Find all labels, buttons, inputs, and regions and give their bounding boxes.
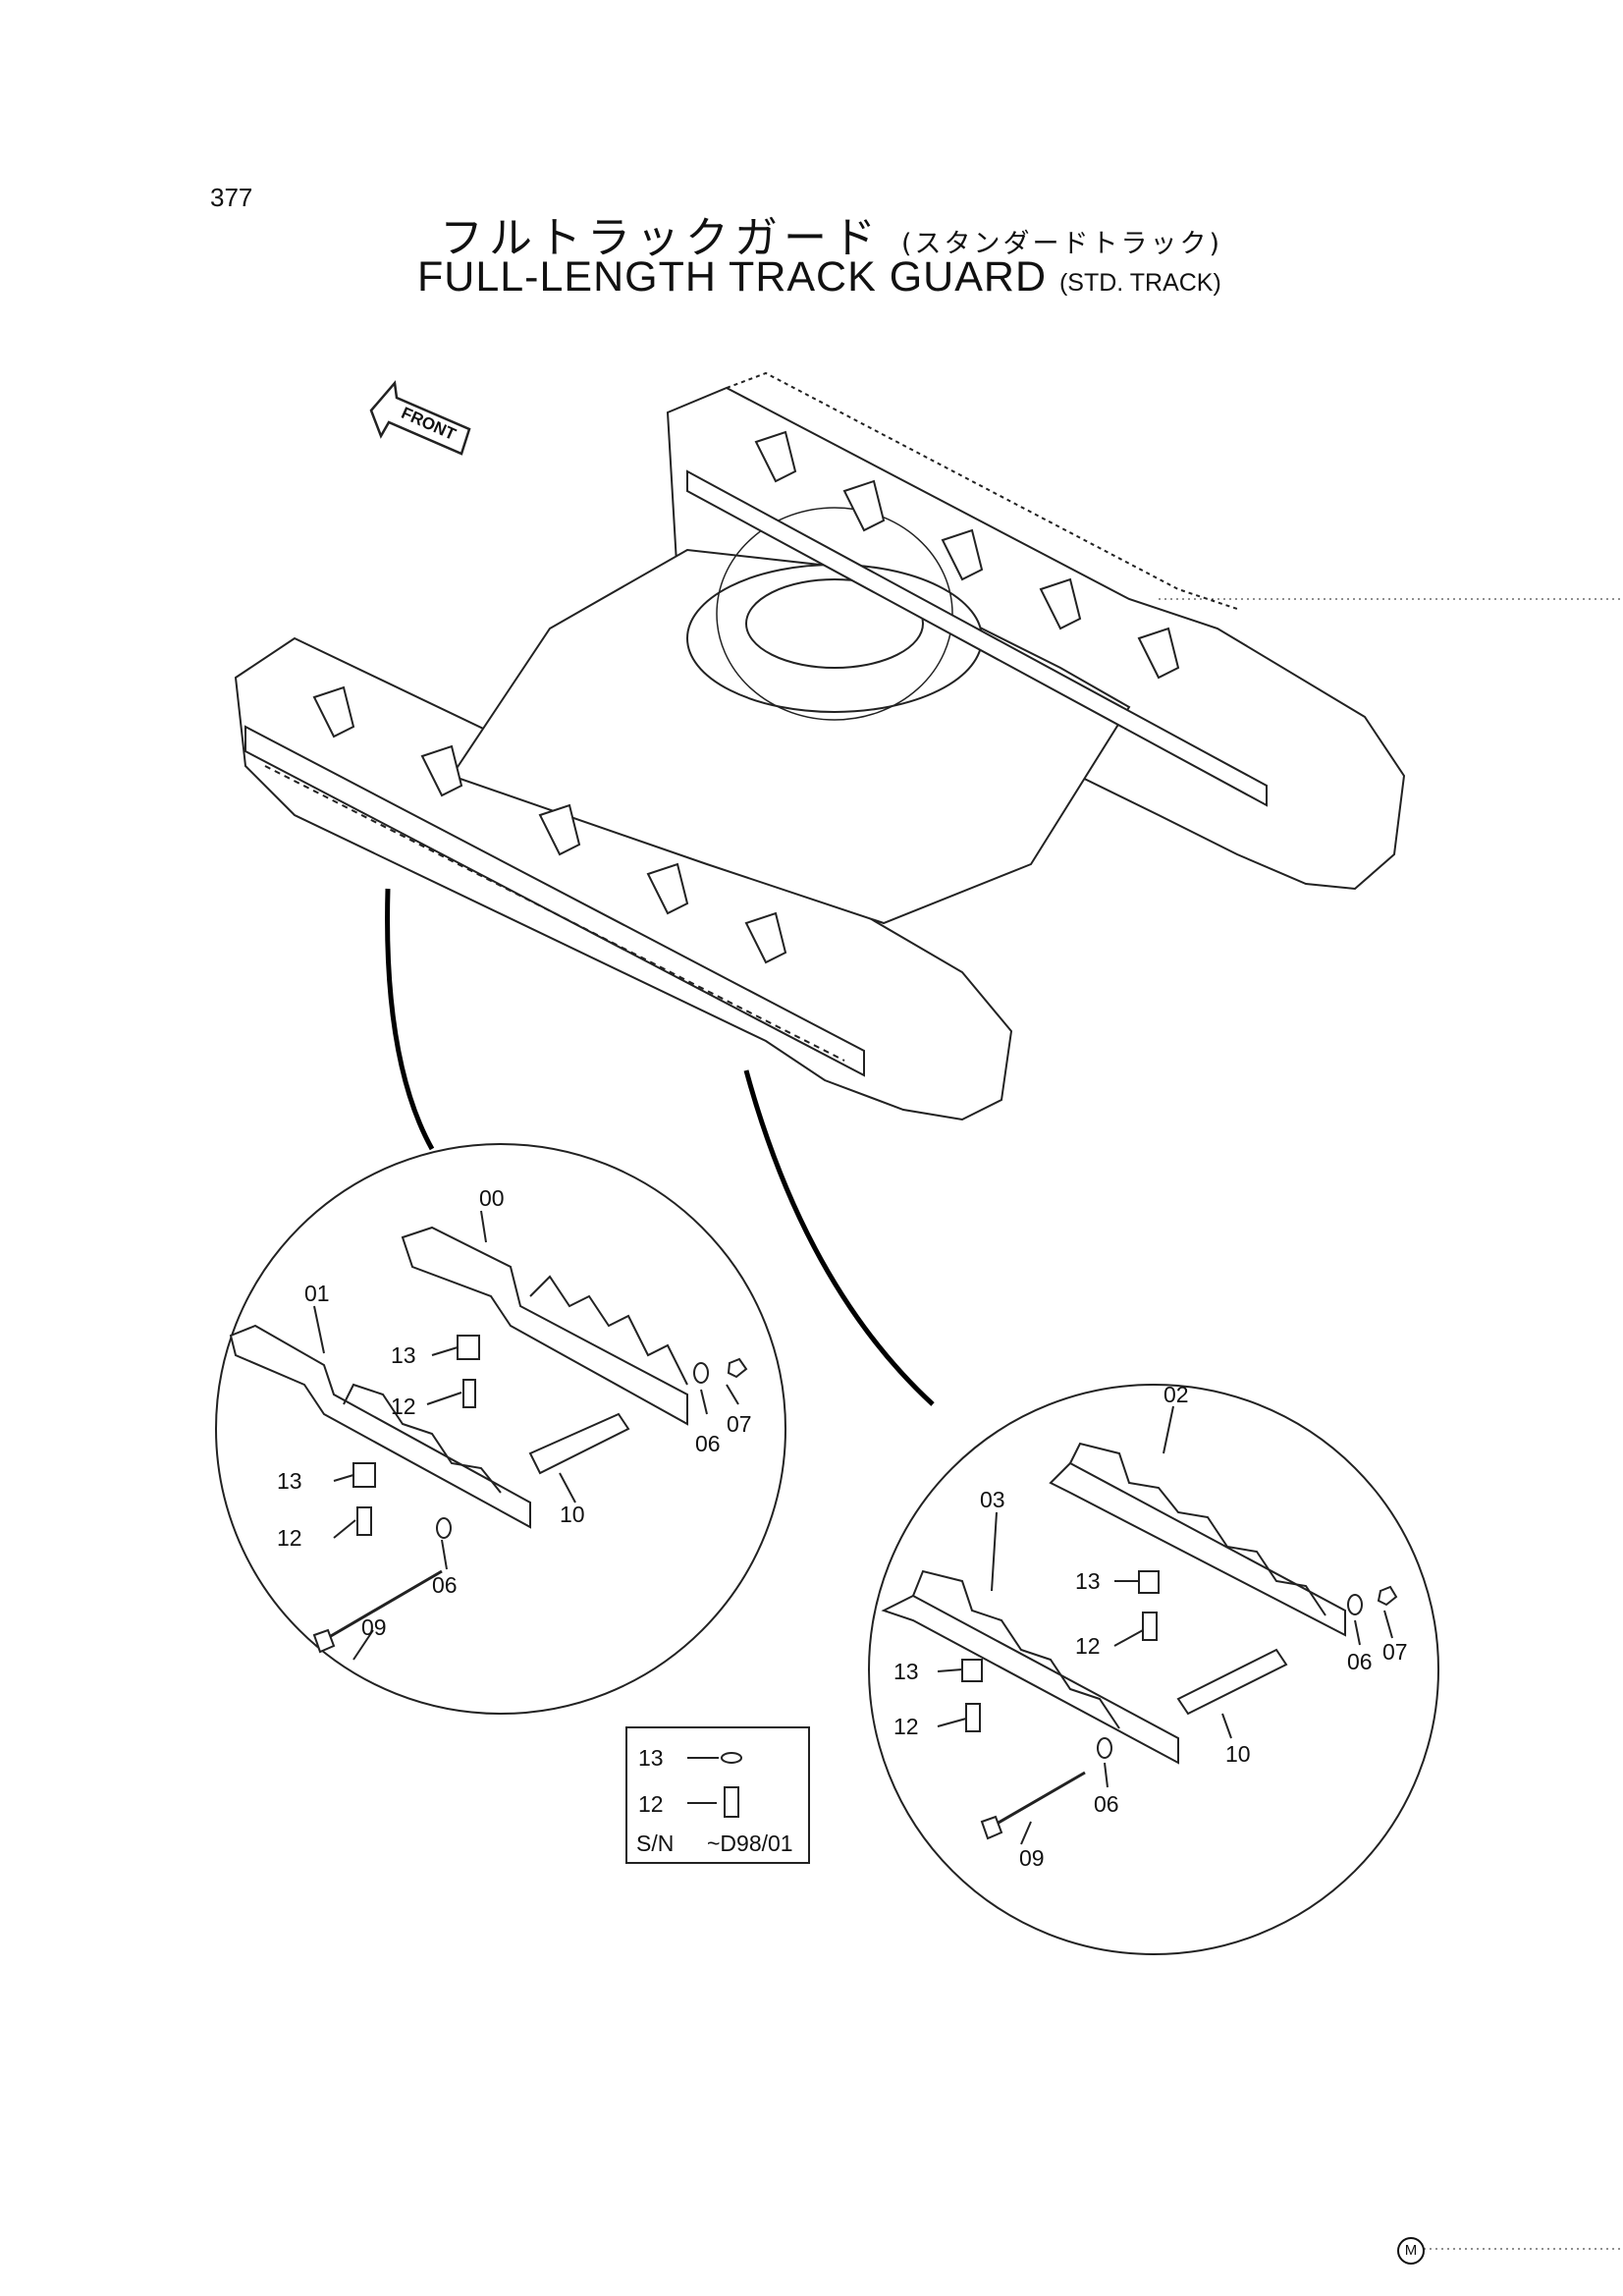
undercarriage-overview bbox=[234, 371, 1406, 1121]
footer-m-mark: M bbox=[1397, 2237, 1425, 2265]
serial-box-labels: 13 12 S/N ~D98/01 bbox=[636, 1745, 793, 1856]
detail-left bbox=[215, 1143, 786, 1715]
callout-06: 06 bbox=[432, 1572, 458, 1598]
title-english-main: FULL-LENGTH TRACK GUARD bbox=[417, 253, 1048, 301]
title-japanese-sub: (スタンダードトラック) bbox=[901, 229, 1223, 259]
callout-13: 13 bbox=[391, 1342, 416, 1368]
callout-01: 01 bbox=[304, 1281, 330, 1306]
serial-value: ~D98/01 bbox=[707, 1831, 793, 1856]
detail-right-callouts: 02 03 13 12 13 12 06 07 10 06 09 bbox=[893, 1382, 1408, 1871]
callout-07: 07 bbox=[727, 1411, 752, 1437]
callout-09: 09 bbox=[1019, 1845, 1045, 1871]
callout-00: 00 bbox=[479, 1185, 505, 1211]
callout-12: 12 bbox=[277, 1525, 302, 1551]
callout-13: 13 bbox=[1075, 1568, 1101, 1594]
callout-06: 06 bbox=[1094, 1791, 1119, 1817]
serial-item-12: 12 bbox=[638, 1791, 664, 1817]
title-japanese-main: フルトラックガード bbox=[440, 213, 882, 263]
callout-06: 06 bbox=[1347, 1649, 1373, 1674]
callout-03: 03 bbox=[980, 1487, 1005, 1512]
serial-label: S/N bbox=[636, 1831, 674, 1856]
detail-left-callouts: 00 01 13 12 13 12 06 07 10 06 09 bbox=[277, 1185, 752, 1640]
front-arrow-icon: FRONT bbox=[369, 380, 471, 456]
callout-12: 12 bbox=[391, 1394, 416, 1419]
title-english: FULL-LENGTH TRACK GUARD (STD. TRACK) bbox=[417, 253, 1221, 301]
callout-10: 10 bbox=[1225, 1741, 1251, 1767]
callout-06: 06 bbox=[695, 1431, 721, 1456]
serial-box bbox=[625, 1726, 810, 1864]
detail-right bbox=[868, 1384, 1439, 1955]
callout-10: 10 bbox=[560, 1502, 585, 1527]
page-number: 377 bbox=[210, 183, 253, 212]
title-japanese: フルトラックガード (スタンダードトラック) bbox=[440, 202, 1222, 265]
callout-02: 02 bbox=[1163, 1382, 1189, 1407]
callout-13: 13 bbox=[893, 1659, 919, 1684]
serial-item-13: 13 bbox=[638, 1745, 664, 1771]
callout-13: 13 bbox=[277, 1468, 302, 1494]
callout-09: 09 bbox=[361, 1614, 387, 1640]
callout-12: 12 bbox=[1075, 1633, 1101, 1659]
callout-07: 07 bbox=[1382, 1639, 1408, 1665]
callout-12: 12 bbox=[893, 1714, 919, 1739]
title-english-sub: (STD. TRACK) bbox=[1058, 269, 1221, 297]
